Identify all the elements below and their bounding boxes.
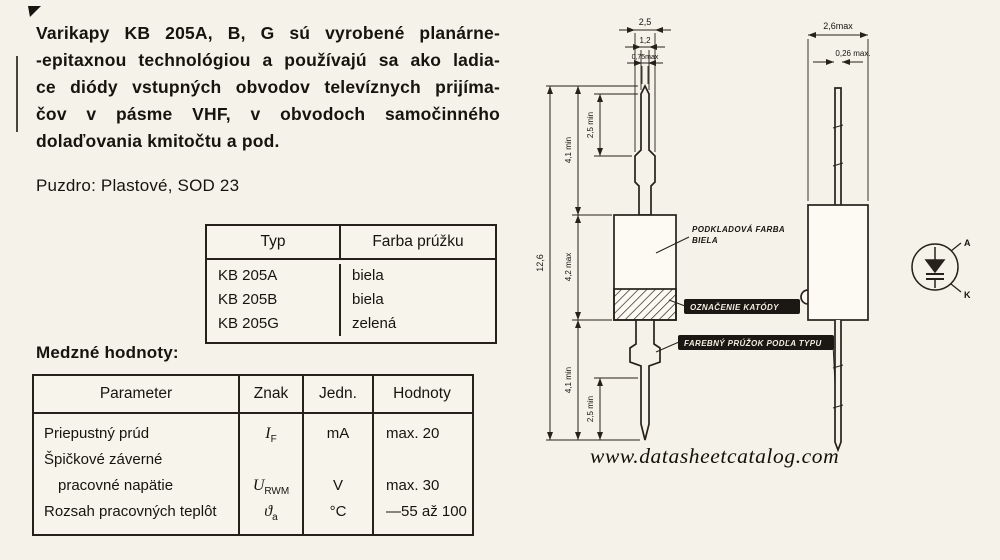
- dim-width-inner: 0,75max: [632, 54, 659, 61]
- unit-cell: mA: [326, 425, 350, 442]
- type-table-body: KB 205A biela KB 205B biela KB 205G zele…: [207, 260, 495, 342]
- side-package-body: [807, 204, 869, 321]
- cathode-label: K: [964, 290, 971, 300]
- bottom-lead-shape: [629, 319, 661, 441]
- value-cell: —55 až 100: [386, 503, 467, 520]
- parameter-cell: Priepustný prúd: [44, 425, 150, 442]
- farba-cell: biela: [352, 291, 384, 308]
- typ-cell: KB 205G: [207, 312, 341, 336]
- limits-table: Parameter Znak Jedn. Hodnoty Priepustný …: [32, 374, 474, 536]
- technical-drawing: 2,5 1,2 0,75max 12,6 4,1 min 4,2 max 4,1…: [535, 17, 971, 453]
- label-base-color-line2: BIELA: [692, 236, 718, 245]
- dim-lead-bottom-inner: 2,5 min: [586, 396, 595, 422]
- side-lead-top: [834, 87, 842, 205]
- symbol: U: [252, 477, 265, 494]
- farba-cell: biela: [352, 267, 384, 284]
- dim-side-thickness: 0,26 max.: [835, 49, 870, 58]
- farba-cell: zelená: [352, 315, 397, 332]
- dim-body-length: 4,2 max: [564, 253, 573, 281]
- intro-line: čov v pásme VHF, v obvodoch samočinného: [36, 104, 500, 124]
- parameter-column: Priepustný prúd Špičkové záverné pracovn…: [34, 414, 240, 534]
- varicap-symbol: [911, 242, 962, 293]
- symbol: I: [265, 425, 271, 442]
- type-table: Typ Farba prúžku KB 205A biela KB 205B b…: [205, 224, 497, 344]
- dim-side-width: 2,6max: [823, 21, 853, 31]
- dim-width-outer: 2,5: [639, 17, 652, 27]
- symbol-sub: F: [270, 434, 277, 446]
- type-table-header-farba: Farba prúžku: [372, 233, 464, 250]
- package-line: Puzdro: Plastové, SOD 23: [36, 176, 240, 195]
- hodnoty-column: max. 20 max. 30 —55 až 100: [374, 414, 470, 534]
- dim-width-mid: 1,2: [639, 36, 651, 45]
- intro-line: dolaďovania kmitočtu a pod.: [36, 131, 280, 151]
- diode-triangle: [924, 259, 946, 274]
- unit-cell-empty: [304, 447, 372, 473]
- table-row: KB 205G zelená: [207, 312, 495, 336]
- side-view-outline: [800, 87, 869, 453]
- watermark-url: www.datasheetcatalog.com: [590, 444, 840, 468]
- intro-line: -epitaxnou technológiou a používajú sa a…: [36, 50, 500, 70]
- type-table-header: Typ Farba prúžku: [207, 226, 495, 260]
- table-row: KB 205A biela: [207, 264, 495, 288]
- parameter-cell: Špičkové záverné: [44, 451, 163, 468]
- dim-overall-length: 12,6: [535, 254, 545, 272]
- limits-header-hodnoty: Hodnoty: [393, 385, 451, 402]
- callout-labels: PODKLADOVÁ FARBA BIELA OZNAČENIE KATÓDY …: [655, 225, 838, 426]
- label-cathode-strip: [684, 299, 800, 314]
- label-cathode: OZNAČENIE KATÓDY: [690, 303, 779, 312]
- value-cell: max. 20: [386, 425, 440, 442]
- typ-cell: KB 205B: [207, 288, 341, 312]
- znak-cell: IF: [240, 421, 302, 447]
- unit-cell: V: [332, 477, 343, 494]
- jedn-column: mA V °C: [304, 414, 374, 534]
- znak-cell: ϑa: [240, 499, 302, 525]
- value-cell-empty: [374, 447, 470, 473]
- limits-header-parameter: Parameter: [34, 376, 240, 412]
- typ-cell: KB 205A: [207, 264, 341, 288]
- dim-lead-top-inner: 2,5 min: [586, 112, 595, 138]
- label-base-color-line1: PODKLADOVÁ FARBA: [692, 225, 785, 234]
- znak-cell-empty: [240, 447, 302, 473]
- parameter-cell: pracovné napätie: [58, 477, 174, 494]
- symbol: ϑ: [264, 503, 273, 520]
- table-row: KB 205B biela: [207, 288, 495, 312]
- intro-line: Varikapy KB 205A, B, G sú vyrobené planá…: [36, 23, 500, 43]
- value-cell: max. 30: [386, 477, 440, 494]
- limits-table-header: Parameter Znak Jedn. Hodnoty: [34, 376, 472, 414]
- dimension-lines: [547, 27, 868, 440]
- symbol-sub: a: [272, 512, 278, 524]
- cathode-hatch-band: [613, 288, 677, 321]
- limits-heading: Medzné hodnoty:: [36, 343, 179, 362]
- scan-artifact: [16, 56, 18, 132]
- dim-lead-bottom: 4,1 min: [564, 367, 573, 393]
- anode-label: A: [964, 238, 971, 248]
- scan-artifact: [28, 6, 41, 17]
- intro-line: ce diódy vstupných obvodov televíznych p…: [36, 77, 500, 97]
- label-stripe: FAREBNÝ PRÚŽOK PODĽA TYPU: [684, 339, 822, 348]
- limits-table-body: Priepustný prúd Špičkové záverné pracovn…: [34, 414, 472, 534]
- limits-header-znak: Znak: [240, 376, 304, 412]
- limits-header-jedn: Jedn.: [304, 376, 374, 412]
- front-view-outline: [613, 84, 677, 441]
- top-lead-shape: [634, 84, 656, 216]
- parameter-cell: Rozsah pracovných teplôt: [44, 503, 217, 520]
- unit-cell: °C: [329, 503, 347, 520]
- symbol-circle: [911, 243, 959, 291]
- type-table-header-typ: Typ: [207, 226, 341, 258]
- dim-lead-top: 4,1 min: [564, 137, 573, 163]
- side-lead-bottom: [834, 320, 842, 453]
- intro-paragraph: Varikapy KB 205A, B, G sú vyrobené planá…: [36, 20, 500, 155]
- label-stripe-strip: [678, 335, 834, 350]
- symbol-sub: RWM: [264, 486, 290, 498]
- znak-cell: URWM: [240, 473, 302, 499]
- znak-column: IF URWM ϑa: [240, 414, 304, 534]
